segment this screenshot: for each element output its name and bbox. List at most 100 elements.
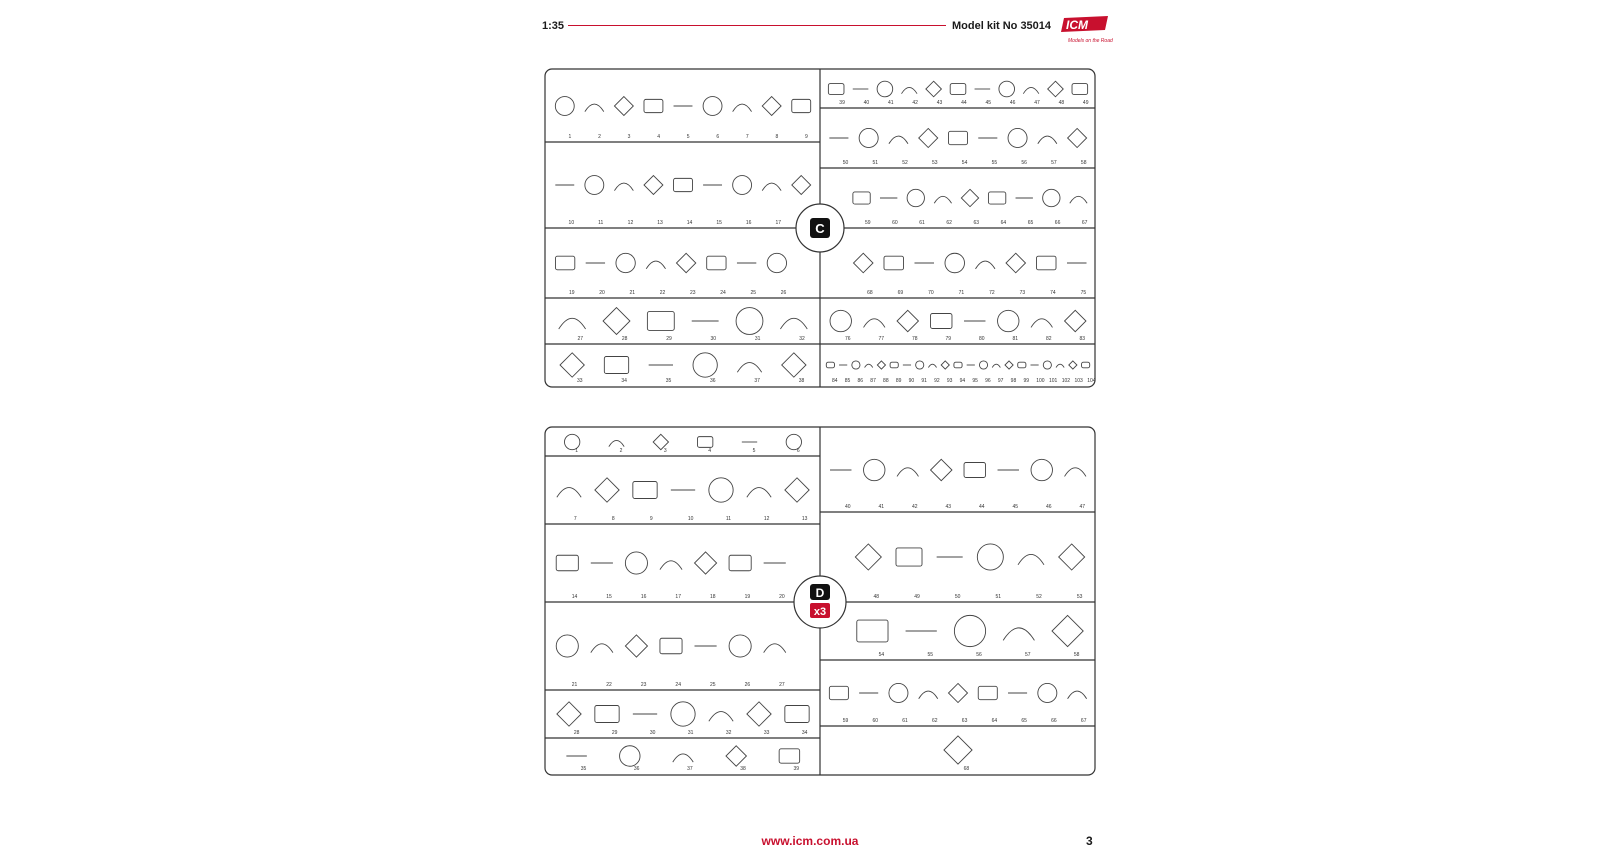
scale-label: 1:35	[542, 20, 565, 32]
sprue-part	[925, 80, 943, 98]
part-number: 59	[843, 718, 849, 724]
sprue-part	[1047, 80, 1064, 98]
sprue-part	[632, 481, 658, 499]
sprue-part	[906, 188, 925, 208]
part-number: 40	[864, 100, 870, 106]
part-number: 51	[996, 594, 1002, 600]
part-number: 56	[1021, 160, 1027, 166]
part-number: 25	[710, 682, 716, 688]
sprue-part	[766, 252, 788, 274]
part-number: 4	[708, 448, 711, 454]
sprue-part	[856, 619, 889, 643]
sprue-part	[670, 701, 696, 727]
part-number: 66	[1051, 718, 1057, 724]
part-number: 14	[572, 594, 578, 600]
part-number: 45	[985, 100, 991, 106]
sprue-part	[978, 360, 989, 370]
part-number: 45	[1013, 504, 1019, 510]
part-number: 44	[961, 100, 967, 106]
part-number: 70	[928, 290, 934, 296]
sprue-part	[876, 360, 887, 370]
sprue-part	[829, 309, 852, 333]
sprue-part	[963, 462, 986, 478]
part-number: 19	[569, 290, 575, 296]
sprue-part	[960, 188, 980, 208]
part-number: 33	[764, 730, 770, 736]
sprue-part	[732, 103, 752, 112]
part-number: 58	[1081, 160, 1087, 166]
sprue-part	[778, 748, 801, 764]
part-number: 19	[745, 594, 751, 600]
sprue-part	[761, 95, 782, 117]
part-number: 1	[569, 134, 572, 140]
part-number: 29	[612, 730, 618, 736]
part-number: 90	[909, 378, 915, 384]
part-number: 13	[802, 516, 808, 522]
part-number: 2	[620, 448, 623, 454]
part-number: 10	[569, 220, 575, 226]
sprue-part	[791, 174, 812, 196]
sprue-part	[645, 260, 666, 270]
sprue-part	[735, 307, 764, 335]
part-number: 64	[992, 718, 998, 724]
sprue-part	[1063, 309, 1087, 333]
sprue-part	[643, 174, 664, 196]
sprue-part	[876, 80, 894, 98]
part-number: 57	[1051, 160, 1057, 166]
sprue-part	[780, 317, 808, 330]
part-number: 23	[641, 682, 647, 688]
part-number: 27	[779, 682, 785, 688]
part-number: 52	[902, 160, 908, 166]
sprue-part	[672, 753, 694, 763]
sprue-part	[708, 477, 734, 503]
sprue-part	[1051, 614, 1084, 648]
part-number: 52	[1036, 594, 1042, 600]
part-number: 91	[921, 378, 927, 384]
part-number: 29	[666, 336, 672, 342]
part-number: 66	[1055, 220, 1061, 226]
part-number: 26	[745, 682, 751, 688]
part-number: 61	[919, 220, 925, 226]
sprue-part	[708, 711, 734, 722]
sprue-part	[614, 182, 634, 191]
sprue-part	[728, 554, 752, 572]
sprue-part	[646, 311, 675, 331]
part-number: 35	[666, 378, 672, 384]
part-number: 96	[985, 378, 991, 384]
sprue-part	[555, 634, 579, 658]
sprue-letter: C	[815, 221, 825, 236]
part-number: 53	[932, 160, 938, 166]
part-number: 34	[802, 730, 808, 736]
sprue-part	[555, 554, 579, 572]
sprue-part	[928, 363, 937, 368]
part-number: 84	[832, 378, 838, 384]
sprue-part	[825, 361, 835, 369]
icm-logo: ICM Models on the Road	[1061, 16, 1113, 44]
sprue-part	[594, 477, 620, 503]
part-number: 59	[865, 220, 871, 226]
sprue-c-part-numbers: 1234567891011121314151617181920212223242…	[569, 100, 1096, 384]
sprue-part	[732, 175, 753, 195]
part-number: 33	[577, 378, 583, 384]
part-number: 32	[799, 336, 805, 342]
part-number: 55	[927, 652, 933, 658]
sprue-part	[1064, 467, 1087, 477]
part-number: 38	[799, 378, 805, 384]
sprue-part	[858, 128, 879, 148]
part-number: 38	[740, 766, 746, 772]
part-number: 7	[746, 134, 749, 140]
sprue-part	[1069, 195, 1088, 204]
part-number: 49	[1083, 100, 1089, 106]
sprue-part	[613, 95, 634, 117]
sprue-part	[997, 309, 1020, 333]
part-number: 82	[1046, 336, 1052, 342]
part-number: 41	[888, 100, 894, 106]
sprue-part	[863, 458, 886, 482]
sprue-part	[863, 318, 886, 328]
sprue-part	[929, 458, 953, 482]
sprue-part	[673, 177, 693, 193]
part-number: 30	[711, 336, 717, 342]
sprue-part	[888, 135, 909, 144]
part-number: 69	[898, 290, 904, 296]
sprue-part	[706, 255, 727, 271]
